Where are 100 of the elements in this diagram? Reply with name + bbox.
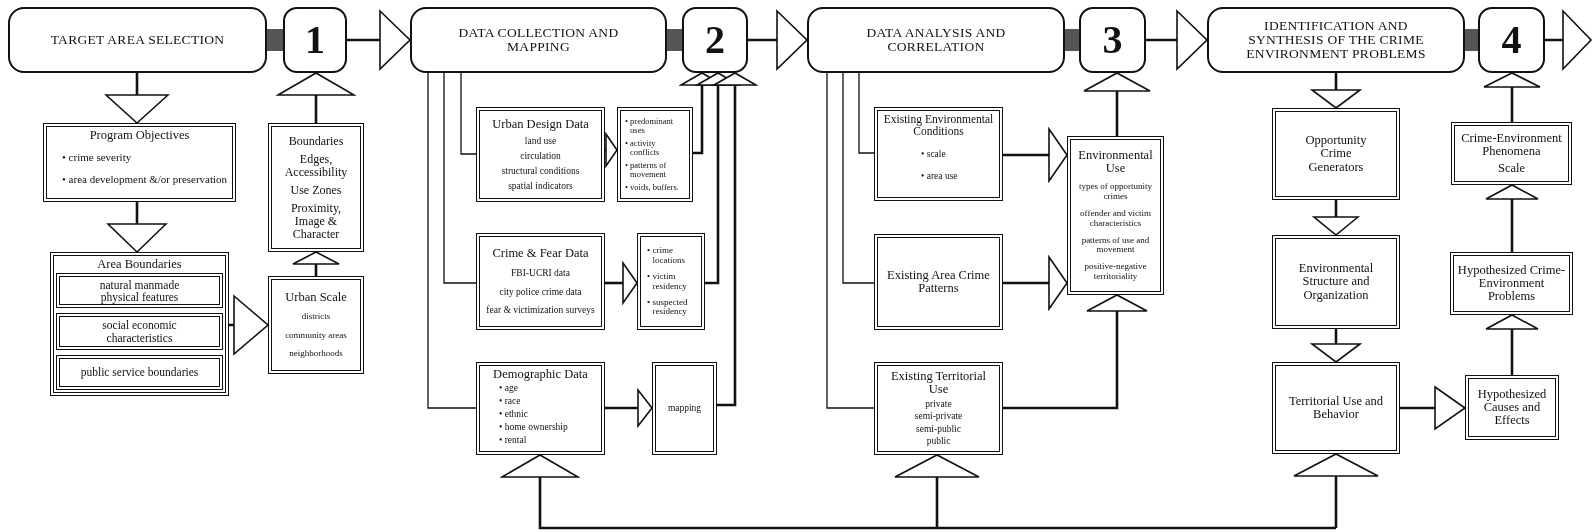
process-box bbox=[43, 123, 236, 202]
block-arrow bbox=[277, 72, 355, 123]
process-box bbox=[476, 233, 605, 330]
connector-line bbox=[427, 72, 477, 409]
box-text: Use Zones bbox=[290, 184, 342, 197]
box-text: community areas bbox=[285, 330, 347, 341]
block-arrow bbox=[107, 202, 167, 253]
box-heading: Program Objectives bbox=[89, 129, 190, 143]
block-arrow bbox=[1293, 453, 1379, 528]
box-text: private bbox=[925, 398, 952, 409]
list-item: • ethnic bbox=[499, 410, 529, 421]
box-heading: Scale bbox=[1497, 162, 1526, 176]
connector-line bbox=[826, 72, 875, 409]
process-box bbox=[1067, 136, 1164, 295]
block-arrow bbox=[1003, 128, 1068, 182]
block-arrow bbox=[1400, 386, 1466, 430]
process-box bbox=[268, 123, 364, 252]
box-text: structural conditions bbox=[501, 165, 580, 177]
connector-bar bbox=[1465, 29, 1478, 51]
box-text: Edges, Accessibility bbox=[283, 153, 349, 179]
process-box bbox=[56, 355, 223, 390]
box-text: social economic characteristics bbox=[101, 319, 178, 344]
block-arrow bbox=[1311, 73, 1361, 109]
process-box bbox=[617, 107, 693, 202]
list-item: • area development &/or preservation bbox=[62, 174, 229, 186]
block-arrow bbox=[347, 10, 411, 70]
block-arrow bbox=[1483, 72, 1541, 122]
process-box bbox=[268, 276, 364, 374]
list-item: • crime severity bbox=[62, 152, 133, 164]
process-box bbox=[1272, 362, 1400, 454]
process-box bbox=[1272, 108, 1400, 200]
step-number: 4 bbox=[1501, 20, 1522, 60]
block-arrow bbox=[1311, 329, 1361, 363]
process-box bbox=[1450, 252, 1573, 315]
process-box bbox=[56, 273, 223, 308]
list-item: • voids, buffers. bbox=[625, 182, 680, 192]
connector-line bbox=[842, 72, 875, 284]
box-text: patterns of use and movement bbox=[1080, 235, 1151, 256]
connector-line bbox=[460, 72, 477, 155]
stage-title: IDENTIFICATION AND SYNTHESIS OF THE CRIME ENVIRONMENT PROBLEMS bbox=[1245, 18, 1427, 62]
block-arrow bbox=[605, 389, 653, 427]
process-box bbox=[50, 252, 229, 396]
box-text: public service boundaries bbox=[80, 366, 199, 379]
process-box bbox=[476, 362, 605, 455]
list-item: • area use bbox=[921, 172, 959, 183]
process-box bbox=[476, 107, 605, 202]
process-box bbox=[637, 233, 705, 330]
box-text: offender and victim characteristics bbox=[1079, 208, 1152, 229]
stage-title-box bbox=[807, 7, 1065, 73]
list-item: • rental bbox=[499, 436, 528, 446]
process-box bbox=[56, 313, 223, 350]
block-arrow bbox=[605, 262, 638, 304]
step-number-box bbox=[1478, 7, 1545, 73]
process-box bbox=[874, 234, 1003, 330]
box-heading: Area Boundaries bbox=[97, 258, 182, 272]
box-heading: Crime & Fear Data bbox=[492, 247, 589, 261]
block-arrow bbox=[1003, 294, 1148, 410]
block-arrow bbox=[1545, 10, 1592, 70]
list-item: • suspected residency bbox=[647, 298, 689, 317]
connector-bar bbox=[667, 29, 682, 51]
box-heading: Demographic Data bbox=[493, 368, 588, 382]
box-text: Proximity, Image & Character bbox=[289, 202, 343, 241]
box-heading: Environmental Use bbox=[1077, 148, 1154, 176]
box-text: FBI-UCRI data bbox=[511, 268, 570, 279]
box-text: fear & victimization surveys bbox=[486, 305, 595, 316]
step-number: 1 bbox=[305, 20, 325, 60]
box-text: semi-public bbox=[916, 423, 961, 435]
box-text: natural manmade physical features bbox=[98, 279, 181, 304]
block-arrow bbox=[1146, 10, 1208, 70]
stage-title-box bbox=[1207, 7, 1465, 73]
box-heading: Urban Scale bbox=[285, 290, 347, 304]
process-box bbox=[652, 362, 717, 455]
list-item: • age bbox=[499, 384, 519, 395]
block-arrow bbox=[501, 454, 1336, 530]
block-arrow bbox=[1485, 314, 1539, 375]
list-item: • race bbox=[499, 397, 522, 408]
stage-title: DATA ANALYSIS AND CORRELATION bbox=[865, 25, 1007, 55]
box-text: types of opportunity crimes bbox=[1078, 182, 1153, 202]
stage-title: DATA COLLECTION AND MAPPING bbox=[457, 25, 620, 55]
list-item: • scale bbox=[921, 149, 947, 160]
box-heading: Existing Territorial Use bbox=[889, 370, 988, 397]
list-item: • crime locations bbox=[647, 246, 686, 265]
box-text: Boundaries bbox=[288, 134, 344, 148]
box-text: districts bbox=[301, 312, 331, 323]
stage-title-box bbox=[410, 7, 667, 73]
process-box bbox=[1272, 235, 1400, 329]
box-text: spatial indicators bbox=[508, 180, 573, 192]
box-heading: Urban Design Data bbox=[492, 117, 589, 131]
step-number: 2 bbox=[705, 20, 725, 60]
box-text: land use bbox=[524, 135, 557, 146]
box-text: mapping bbox=[667, 403, 702, 414]
box-heading: Existing Environmental Conditions bbox=[882, 113, 995, 138]
step-number-box bbox=[1079, 7, 1146, 73]
block-arrow bbox=[1003, 256, 1068, 310]
block-arrow bbox=[105, 73, 169, 124]
block-arrow bbox=[1485, 184, 1539, 252]
block-arrow bbox=[229, 295, 269, 355]
block-arrow bbox=[1313, 200, 1359, 236]
connector-line bbox=[443, 72, 477, 284]
stage-title: TARGET AREA SELECTION bbox=[49, 32, 226, 48]
